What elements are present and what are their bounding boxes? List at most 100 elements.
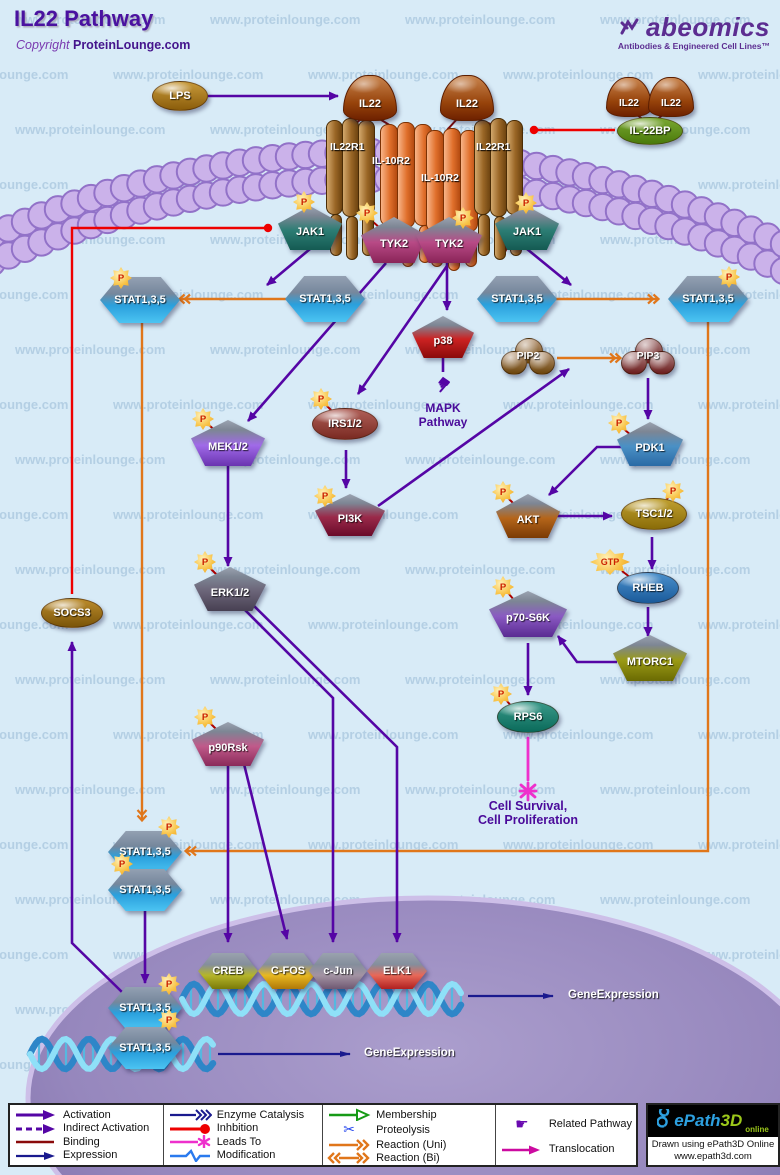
node-cjun[interactable]: c-Jun: [309, 953, 367, 989]
gene-expression-label-2: GeneExpression: [364, 1047, 455, 1059]
receptor-il10r2-left[interactable]: IL-10R2: [372, 155, 410, 167]
node-lps[interactable]: LPS: [152, 81, 208, 111]
node-pip2[interactable]: PIP2: [501, 338, 555, 376]
epath3d-logo-icon: [657, 1109, 670, 1128]
watermark-text: www.proteinlounge.com: [210, 672, 361, 687]
phospho-badge: P: [452, 207, 474, 229]
watermark-text: www.proteinlounge.com: [503, 397, 654, 412]
watermark-text: www.proteinlounge.com: [0, 947, 69, 962]
phospho-badge: P: [492, 481, 514, 503]
node-stat135-dimer-bottom[interactable]: STAT1,3,5: [108, 869, 182, 911]
epath3d-logo[interactable]: ePath3D online: [648, 1105, 778, 1137]
watermark-text: www.proteinlounge.com: [698, 617, 780, 632]
watermark-text: www.proteinlounge.com: [600, 782, 751, 797]
node-stat135-nucleus-bottom[interactable]: STAT1,3,5: [108, 1027, 182, 1069]
watermark-text: www.proteinlounge.com: [0, 837, 69, 852]
receptor-il22r1-right[interactable]: IL22R1: [476, 141, 511, 153]
proteolysis-scissors-icon: ✂: [343, 1121, 355, 1137]
node-stat135-mid-right[interactable]: STAT1,3,5: [477, 276, 557, 322]
phospho-badge: P: [158, 973, 180, 995]
node-il22-right[interactable]: IL22: [440, 75, 494, 121]
watermark-text: www.proteinlounge.com: [308, 617, 459, 632]
node-tsc12[interactable]: TSC1/2: [621, 498, 687, 530]
watermark-text: www.proteinlounge.com: [0, 177, 69, 192]
node-il22bp[interactable]: IL-22BP: [617, 117, 683, 145]
watermark-text: www.proteinlounge.com: [113, 617, 264, 632]
watermark-text: www.proteinlounge.com: [698, 837, 780, 852]
node-jak1-right[interactable]: JAK1: [495, 206, 559, 250]
activation-edges: [67, 91, 657, 996]
membership-icon: [329, 1108, 371, 1121]
node-creb[interactable]: CREB: [198, 953, 258, 989]
legend-col-2: Enzyme Catalysis Inhbition Leads To Modi…: [162, 1105, 322, 1165]
expression-edges: [218, 993, 554, 1057]
watermark-text: www.proteinlounge.com: [210, 122, 361, 137]
node-p38[interactable]: p38: [412, 316, 474, 358]
watermark-text: www.proteinlounge.com: [600, 12, 751, 27]
receptor-chain: [397, 122, 415, 228]
node-irs12[interactable]: IRS1/2: [312, 408, 378, 440]
node-jak1-left[interactable]: JAK1: [278, 206, 342, 250]
watermark-text: www.proteinlounge.com: [15, 12, 166, 27]
page-title: IL22 Pathway: [14, 6, 154, 31]
brand-name: abeomics: [646, 12, 770, 42]
receptor-il10r2-right[interactable]: IL-10R2: [421, 172, 459, 184]
expression-icon: [16, 1151, 55, 1160]
watermark-text: www.proteinlounge.com: [15, 342, 166, 357]
node-il22-pair2[interactable]: IL22: [648, 77, 694, 117]
phospho-badge: P: [194, 551, 216, 573]
node-erk12[interactable]: ERK1/2: [194, 567, 266, 611]
legend-reaction-bi: Reaction (Bi): [327, 1151, 491, 1164]
watermark-text: www.proteinlounge.com: [0, 67, 69, 82]
node-pip3[interactable]: PIP3: [621, 338, 675, 376]
phospho-badge: P: [110, 267, 132, 289]
legend-proteolysis: ✂ Proteolysis: [327, 1121, 491, 1138]
node-tyk2-right[interactable]: TYK2: [416, 217, 482, 263]
node-cfos[interactable]: C-FOS: [258, 953, 318, 989]
node-rheb[interactable]: RHEB: [617, 572, 679, 604]
watermark-text: www.proteinlounge.com: [0, 507, 69, 522]
node-stat135-far-left[interactable]: STAT1,3,5: [100, 277, 180, 323]
reaction-bi-icon: [327, 1152, 370, 1164]
copyright-prefix: Copyright: [16, 38, 70, 52]
node-p90rsk[interactable]: p90Rsk: [192, 722, 264, 766]
node-tyk2-left[interactable]: TYK2: [361, 217, 427, 263]
mapk-pathway-link[interactable]: MAPK Pathway: [418, 401, 468, 429]
node-socs3[interactable]: SOCS3: [41, 598, 103, 628]
watermark-text: www.proteinlounge.com: [698, 507, 780, 522]
watermark-text: www.proteinlounge.com: [0, 287, 69, 302]
epath3d-credit-text: Drawn using ePath3D Online www.epath3d.c…: [651, 1139, 775, 1162]
node-mtorc1[interactable]: MTORC1: [613, 635, 687, 681]
node-pdk1[interactable]: PDK1: [617, 422, 683, 466]
receptor-chain: [380, 124, 398, 226]
translocation-icon: [501, 1145, 540, 1154]
copyright-site-link[interactable]: ProteinLounge.com: [72, 38, 191, 52]
legend-col-4: ☛ Related Pathway Translocation: [494, 1105, 636, 1165]
node-il22-pair1[interactable]: IL22: [606, 77, 652, 117]
legend-indirect-activation: Indirect Activation: [14, 1122, 159, 1135]
abeomics-logo-icon: [620, 18, 639, 34]
legend: Activation Indirect Activation Binding E…: [8, 1103, 638, 1167]
phospho-badge: P: [310, 388, 332, 410]
abeomics-logo[interactable]: abeomics Antibodies & Engineered Cell Li…: [618, 12, 770, 51]
node-stat135-mid-left[interactable]: STAT1,3,5: [285, 276, 365, 322]
copyright: Copyright ProteinLounge.com: [16, 38, 190, 52]
node-il22-left[interactable]: IL22: [343, 75, 397, 121]
inhibition-icon: [169, 1123, 210, 1134]
watermark-text: www.proteinlounge.com: [308, 837, 459, 852]
node-p70s6k[interactable]: p70-S6K: [489, 591, 567, 637]
node-elk1[interactable]: ELK1: [367, 953, 427, 989]
phospho-badge: P: [662, 480, 684, 502]
leads-to-edge: [518, 736, 538, 802]
node-akt[interactable]: AKT: [496, 494, 560, 538]
legend-binding: Binding: [14, 1135, 159, 1148]
receptor-chain: [358, 120, 375, 215]
receptor-il22r1-left[interactable]: IL22R1: [330, 141, 365, 153]
epath3d-url[interactable]: www.epath3d.com: [674, 1151, 752, 1162]
phospho-badge: P: [490, 683, 512, 705]
watermark-text: www.proteinlounge.com: [15, 672, 166, 687]
legend-reaction-uni: Reaction (Uni): [327, 1138, 491, 1151]
legend-leads-to: Leads To: [168, 1135, 318, 1149]
node-rps6[interactable]: RPS6: [497, 701, 559, 733]
phospho-badge: P: [718, 266, 740, 288]
